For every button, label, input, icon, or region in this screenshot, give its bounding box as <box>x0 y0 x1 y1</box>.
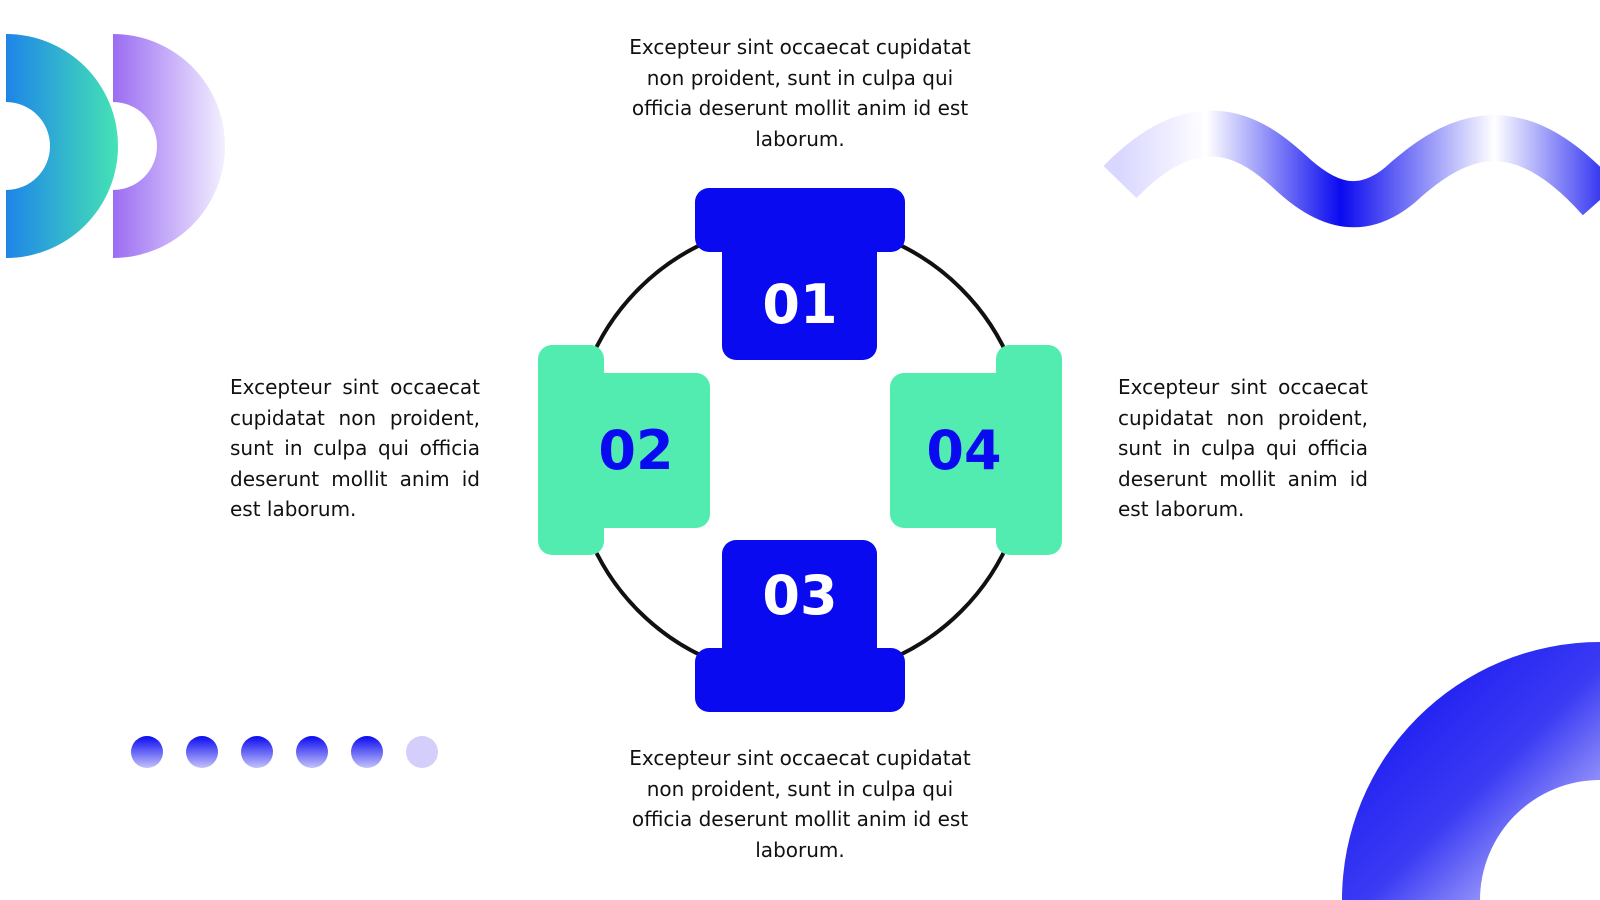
step-02-badge <box>538 345 710 555</box>
step-04-description: Excepteur sint occaecat cupidatat non pr… <box>1118 375 1368 521</box>
half-ring-teal <box>6 34 118 258</box>
half-ring-purple <box>113 34 225 258</box>
dot-active <box>241 736 273 768</box>
decor-wave <box>1103 110 1600 228</box>
step-02-number: 02 <box>598 419 673 482</box>
progress-dots <box>131 736 438 768</box>
dot-active <box>131 736 163 768</box>
step-04-number: 04 <box>926 419 1001 482</box>
dot-inactive <box>406 736 438 768</box>
dot-active <box>186 736 218 768</box>
step-03-number: 03 <box>762 564 837 627</box>
step-03-description: Excepteur sint occaecat cupidatat non pr… <box>629 746 971 862</box>
dot-active <box>351 736 383 768</box>
step-01-badge <box>695 188 905 360</box>
step-02-description: Excepteur sint occaecat cupidatat non pr… <box>230 375 480 521</box>
decor-arc <box>1342 642 1600 900</box>
step-01-number: 01 <box>762 273 837 336</box>
step-04-badge <box>890 345 1062 555</box>
step-01-description: Excepteur sint occaecat cupidatat non pr… <box>629 35 971 151</box>
step-03-badge <box>695 540 905 712</box>
decor-top-left <box>6 34 225 258</box>
dot-active <box>296 736 328 768</box>
